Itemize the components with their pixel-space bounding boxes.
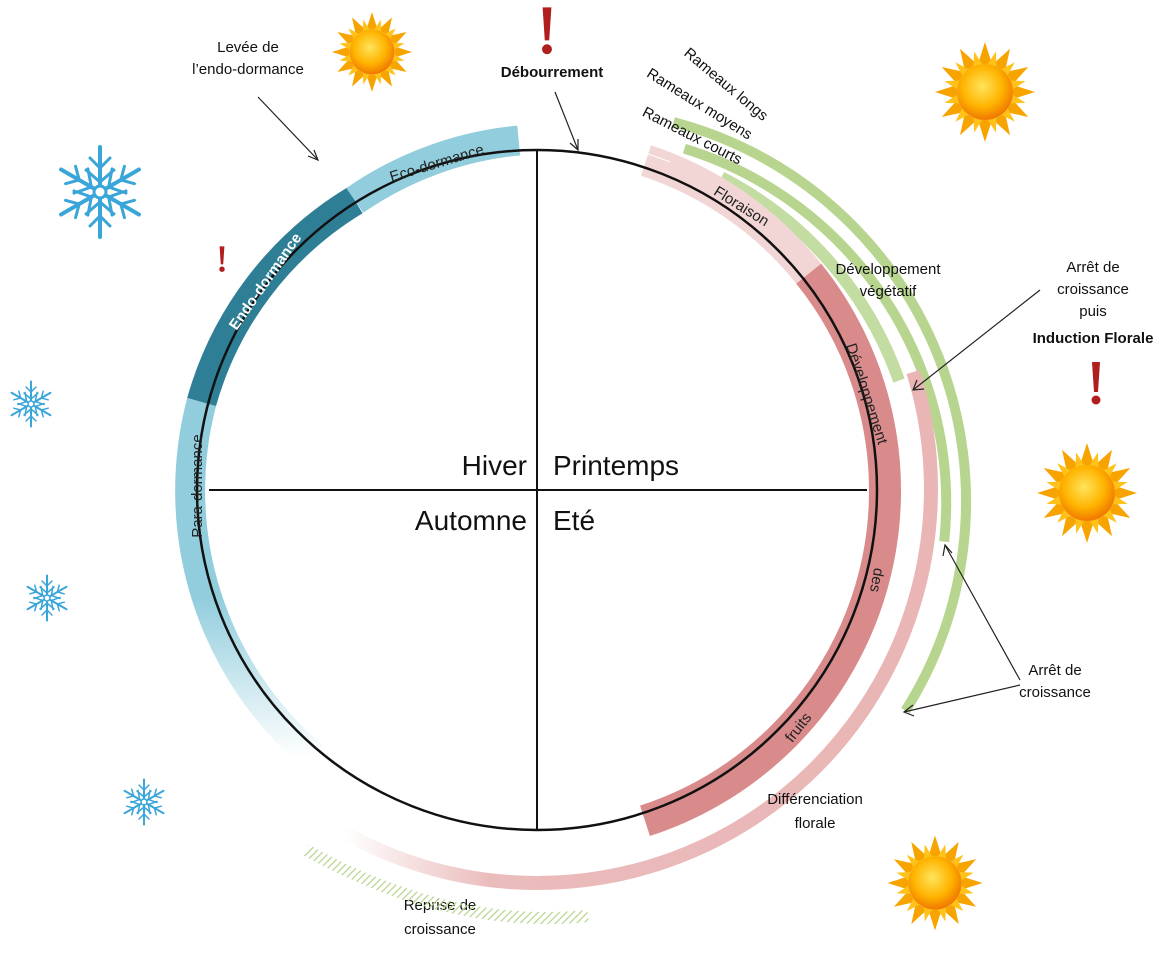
pink-arc xyxy=(340,369,938,890)
circle-gap-top xyxy=(536,135,671,163)
sun-icon xyxy=(887,835,983,931)
rameaux-courts-arc xyxy=(718,172,905,383)
exclamation-icon xyxy=(1091,362,1101,405)
diff-florale-label-2: florale xyxy=(795,815,836,832)
rameaux-moyens-arc xyxy=(682,143,952,543)
arrow-arret-1 xyxy=(944,544,1021,681)
arrow-debourrement xyxy=(554,91,579,151)
rameaux-longs-arc xyxy=(672,117,971,714)
quadrant-winter: Hiver xyxy=(462,450,527,481)
arret-induction-label-1: Arrêt de xyxy=(1066,259,1119,276)
endo-dormance-band xyxy=(187,187,363,407)
snowflake-icon xyxy=(123,778,165,826)
sun-icon xyxy=(1037,443,1137,543)
snowflake-icon xyxy=(26,574,68,622)
reprise-hatched-band xyxy=(303,844,589,925)
snowflake-icon xyxy=(59,145,141,239)
reprise-label-2: croissance xyxy=(404,921,476,938)
diff-florale-label-1: Différenciation xyxy=(767,791,863,808)
induction-florale-label: Induction Florale xyxy=(1033,330,1154,347)
quadrant-autumn: Automne xyxy=(415,505,527,536)
arrows xyxy=(257,91,1041,717)
quadrant-spring: Printemps xyxy=(553,450,679,481)
des-label: des xyxy=(866,567,887,594)
debourrement-label: Débourrement xyxy=(501,64,604,81)
levee-label-2: l’endo-dormance xyxy=(192,61,304,78)
dev-vegetatif-label-2: végétatif xyxy=(860,283,918,300)
dev-vegetatif-label-1: Développement xyxy=(835,261,941,278)
levee-label-1: Levée de xyxy=(217,39,279,56)
sun-icon xyxy=(332,11,412,92)
arrow-levee xyxy=(257,96,319,161)
arrow-arret-2 xyxy=(903,684,1021,713)
developpement-band xyxy=(640,263,901,837)
exclamation-icon xyxy=(542,7,552,55)
snowflake-icon xyxy=(10,380,52,428)
floraison-band xyxy=(640,145,822,284)
endo-dormance-label: Endo-dormance xyxy=(226,230,305,333)
arret-induction-label-2: croissance xyxy=(1057,281,1129,298)
eco-dormance-band xyxy=(346,125,521,213)
quadrant-summer: Eté xyxy=(553,505,595,536)
arrow-induction xyxy=(912,289,1041,391)
arret-label-1: Arrêt de xyxy=(1028,662,1081,679)
exclamation-icon xyxy=(219,246,225,272)
para-dormance-label: Para-dormance xyxy=(189,434,206,537)
arret-induction-label-3: puis xyxy=(1079,303,1107,320)
sun-icon xyxy=(935,42,1035,142)
arret-label-2: croissance xyxy=(1019,684,1091,701)
para-dormance-band xyxy=(175,398,324,769)
